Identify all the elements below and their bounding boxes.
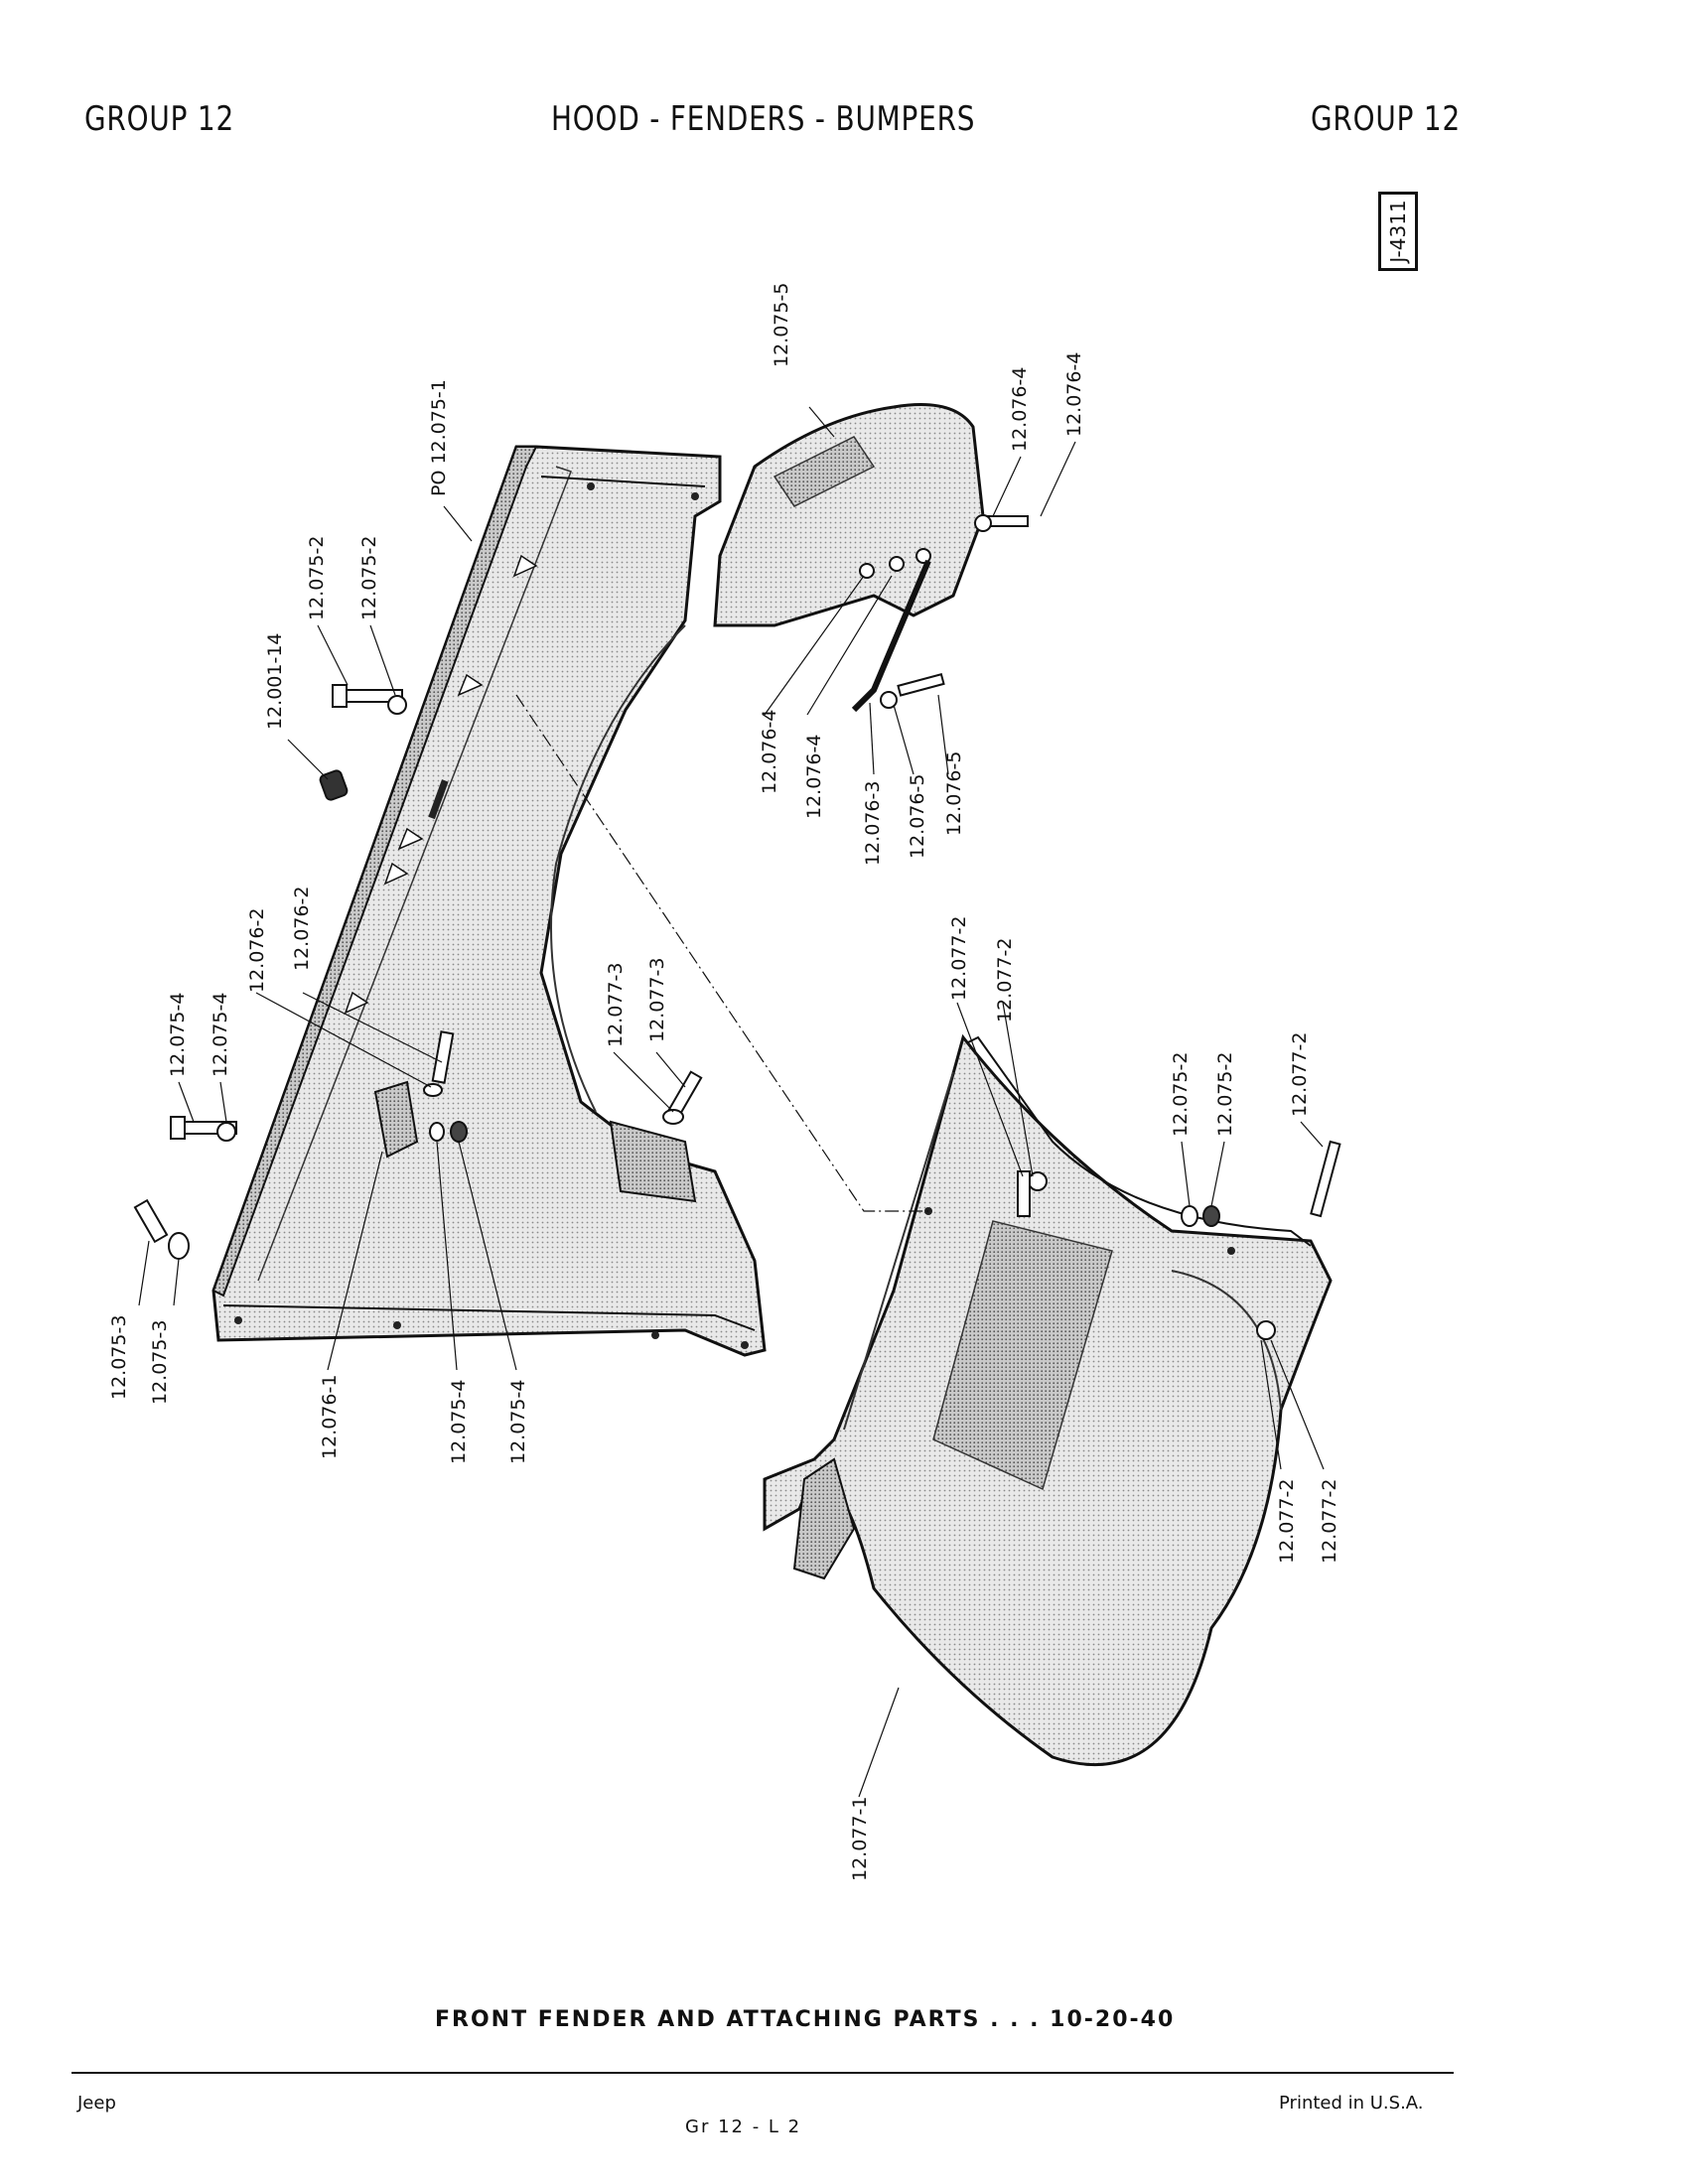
fender-brace <box>851 559 931 713</box>
page-title: HOOD - FENDERS - BUMPERS <box>551 99 976 139</box>
footer-divider <box>71 2072 1454 2074</box>
callout: 12.075-5 <box>771 283 792 367</box>
callout: 12.076-4 <box>1063 352 1085 437</box>
callout-labels: 12.075-5 PO 12.075-1 12.076-4 12.076-4 1… <box>108 283 1340 1881</box>
group-label-left: GROUP 12 <box>84 99 235 139</box>
callout: 12.075-2 <box>306 536 328 620</box>
callout: 12.077-2 <box>948 916 970 1001</box>
callout: 12.076-3 <box>862 781 884 866</box>
callout: 12.075-2 <box>1214 1052 1236 1137</box>
callout: 12.076-4 <box>1009 367 1031 452</box>
callout: PO 12.075-1 <box>428 379 450 496</box>
callout: 12.077-1 <box>849 1797 871 1881</box>
callout: 12.076-2 <box>291 887 313 971</box>
footer-page-number: Gr 12 - L 2 <box>685 2116 802 2137</box>
callout: 12.076-1 <box>319 1375 341 1459</box>
callout: 12.076-5 <box>907 774 928 859</box>
callout: 12.075-3 <box>149 1320 171 1405</box>
callout: 12.077-2 <box>1319 1479 1340 1564</box>
group-label-right: GROUP 12 <box>1311 99 1462 139</box>
callout: 12.075-4 <box>507 1380 529 1464</box>
callout: 12.077-3 <box>646 958 668 1042</box>
callout: 12.076-4 <box>759 710 780 794</box>
fender-cap <box>713 403 985 627</box>
footer-brand: Jeep <box>77 2093 116 2114</box>
callout: 12.077-2 <box>1276 1479 1298 1564</box>
footer-print-note: Printed in U.S.A. <box>1279 2093 1424 2114</box>
callout: 12.075-3 <box>108 1315 130 1400</box>
inner-fender-panel <box>211 445 767 1357</box>
callout: 12.075-2 <box>1170 1052 1192 1137</box>
callout: 12.075-4 <box>210 993 231 1077</box>
callout: 12.077-3 <box>605 963 627 1047</box>
callout: 12.076-4 <box>803 735 825 819</box>
hardware-parts <box>133 514 1341 1260</box>
callout: 12.076-5 <box>943 751 965 836</box>
callout: 12.075-4 <box>448 1380 470 1464</box>
callout: 12.077-2 <box>1289 1032 1311 1117</box>
alignment-leader-line <box>515 694 928 1212</box>
callout: 12.001-14 <box>264 632 286 730</box>
callout: 12.076-2 <box>246 908 268 993</box>
callout-leader-lines <box>138 406 1325 1798</box>
figure-caption: FRONT FENDER AND ATTACHING PARTS . . . 1… <box>435 2007 1176 2032</box>
callout: 12.075-2 <box>358 536 380 620</box>
drawing-code-box: J-4311 <box>1378 192 1418 271</box>
outer-fender-panel <box>763 1033 1333 1767</box>
callout: 12.077-2 <box>994 938 1016 1023</box>
callout: 12.075-4 <box>167 993 189 1077</box>
